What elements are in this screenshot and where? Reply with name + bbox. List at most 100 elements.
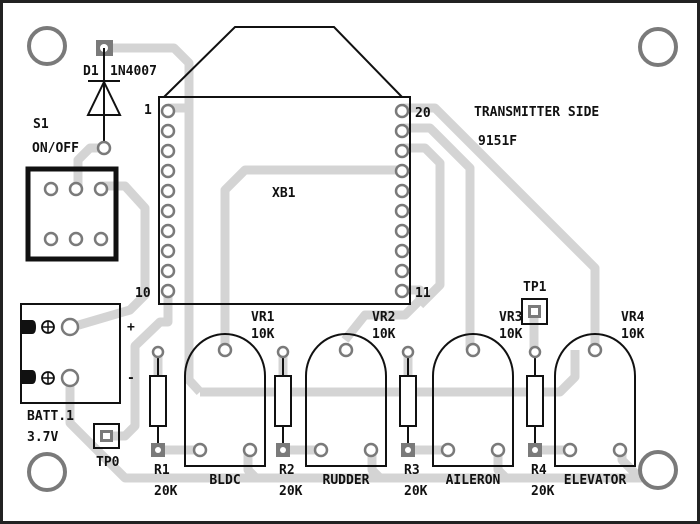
xbee-pin-pad [160, 203, 176, 219]
battery-tab [21, 320, 36, 334]
battery-tab [21, 370, 36, 384]
tp0-drill [103, 433, 110, 439]
xbee-pin-pad [394, 123, 410, 139]
xbee-pin-pad [160, 283, 176, 299]
potentiometer-wiper-pad [338, 342, 354, 358]
switch-pad [93, 181, 109, 197]
battery-minus-label: - [127, 371, 135, 386]
battery-value-label: 3.7V [27, 430, 58, 445]
potentiometer-ref-label: VR4 [621, 310, 645, 325]
resistor-bottom-drill [155, 447, 161, 453]
resistor-value-label: 20K [404, 484, 428, 499]
potentiometer-wiper-pad [587, 342, 603, 358]
trace-ground-bus [65, 378, 650, 483]
potentiometer-pad [242, 442, 258, 458]
potentiometer-value-label: 10K [251, 327, 275, 342]
xbee-right-pin-row [394, 103, 410, 299]
xbee-pin-pad [160, 243, 176, 259]
switch-s1: S1 ON/OFF [25, 117, 119, 262]
potentiometer-ref-label: VR1 [251, 310, 275, 325]
potentiometer-value-label: 10K [372, 327, 396, 342]
resistor-body [526, 375, 544, 427]
test-point-tp1: TP1 [521, 280, 548, 325]
xbee-pin-pad [160, 143, 176, 159]
resistor-ref-label: R2 [279, 463, 295, 478]
xbee-pin-pad [160, 163, 176, 179]
tp0-label: TP0 [96, 455, 120, 470]
mounting-hole-top-right [638, 27, 678, 67]
battery-plus-pad [60, 317, 80, 337]
xbee-pin20-label: 20 [415, 106, 431, 121]
potentiometer-wiper-pad [217, 342, 233, 358]
xbee-pin-pad [160, 103, 176, 119]
potentiometer-value-label: 10K [621, 327, 645, 342]
mounting-hole-bottom-left [27, 452, 67, 492]
tp0-outline [93, 423, 120, 449]
resistor-ref-label: R4 [531, 463, 547, 478]
xbee-antenna-outline [163, 26, 403, 98]
potentiometer-function-label: ELEVATOR [564, 473, 627, 488]
tp1-outline [521, 298, 548, 325]
potentiometer-pad [490, 442, 506, 458]
potentiometer-wiper-pad [465, 342, 481, 358]
xbee-pin-pad [394, 163, 410, 179]
switch-pad [68, 231, 84, 247]
switch-outline [25, 166, 119, 262]
xbee-pin-pad [394, 263, 410, 279]
resistor-body [399, 375, 417, 427]
resistor-body [274, 375, 292, 427]
xbee-pin-pad [394, 203, 410, 219]
mounting-hole-top-left [27, 26, 67, 66]
xbee-ref-label: XB1 [272, 186, 296, 201]
resistor-body [149, 375, 167, 427]
resistor-bottom-drill [532, 447, 538, 453]
xbee-pin10-label: 10 [135, 286, 151, 301]
potentiometer-pad [562, 442, 578, 458]
resistor-top-pad [401, 345, 415, 359]
potentiometer-outline [305, 333, 387, 467]
resistor-value-label: 20K [531, 484, 555, 499]
xbee-outline [158, 96, 411, 305]
xbee-pin-pad [394, 143, 410, 159]
resistor-ref-label: R3 [404, 463, 420, 478]
potentiometer-function-label: RUDDER [323, 473, 370, 488]
trace-tp0 [104, 292, 173, 441]
potentiometer-outline [554, 333, 636, 467]
xbee-pin-pad [394, 283, 410, 299]
potentiometer-function-label: BLDC [209, 473, 240, 488]
potentiometer-vr4: VR4 10K ELEVATOR [554, 310, 645, 488]
diode-cathode-pad [96, 140, 112, 156]
resistor-top-pad [528, 345, 542, 359]
polarity-plus-icon [41, 320, 55, 334]
battery-ref-label: BATT.1 [27, 409, 74, 424]
battery-connector: + - BATT.1 3.7V [20, 303, 135, 445]
switch-pad [43, 181, 59, 197]
potentiometer-function-label: AILERON [446, 473, 501, 488]
potentiometer-outline [184, 333, 266, 467]
trace-xb1-vr1 [220, 165, 403, 350]
xbee-pin11-label: 11 [415, 286, 431, 301]
potentiometer-pad [363, 442, 379, 458]
resistor-value-label: 20K [279, 484, 303, 499]
polarity-plus-icon [41, 371, 55, 385]
xbee-pin-pad [394, 243, 410, 259]
board-code: 9151F [478, 134, 517, 149]
potentiometer-outline [432, 333, 514, 467]
potentiometer-pad [313, 442, 329, 458]
xbee-pin-pad [160, 263, 176, 279]
potentiometer-vr1: VR1 10K BLDC [184, 310, 275, 488]
battery-outline [20, 303, 121, 404]
tp1-drill [531, 308, 538, 315]
xbee-pin-pad [394, 103, 410, 119]
xbee-pin1-label: 1 [144, 103, 152, 118]
copper-traces [65, 43, 650, 483]
diode-symbol-icon [86, 79, 122, 116]
diode-value-label: 1N4007 [110, 64, 157, 79]
tp1-label: TP1 [523, 280, 547, 295]
xbee-pin-pad [160, 123, 176, 139]
xbee-pin-pad [160, 183, 176, 199]
